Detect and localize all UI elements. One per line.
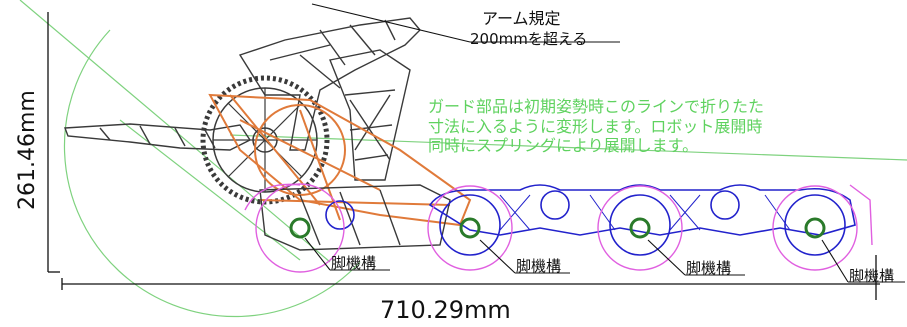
leg-label-3: 脚機構 (686, 259, 731, 277)
upper-arm (238, 17, 421, 181)
guard-outlines (244, 183, 873, 273)
dimension-lines (47, 12, 880, 300)
wheel-hubs (289, 217, 826, 239)
leg-label-4: 脚機構 (849, 267, 894, 285)
lower-arm (64, 123, 252, 151)
leader-lines (304, 3, 905, 283)
leg-chassis (325, 184, 856, 256)
guard-note-line-3: 同時にスプリングにより展開します。 (428, 136, 698, 155)
arm-rule-label-1: アーム規定 (482, 9, 561, 28)
leg-label-2: 脚機構 (516, 257, 561, 275)
guard-note-line-2: 寸法に入るように変形します。ロボット展開時 (428, 117, 762, 136)
leg-label-1: 脚機構 (331, 254, 376, 272)
height-dimension-label: 261.46mm (15, 90, 40, 210)
width-dimension-label: 710.29mm (380, 296, 511, 324)
guard-note-line-1: ガード部品は初期姿勢時このラインで折りたた (428, 97, 764, 116)
main-gear (200, 75, 330, 205)
arm-rule-label-2: 200mmを超える (470, 30, 587, 48)
